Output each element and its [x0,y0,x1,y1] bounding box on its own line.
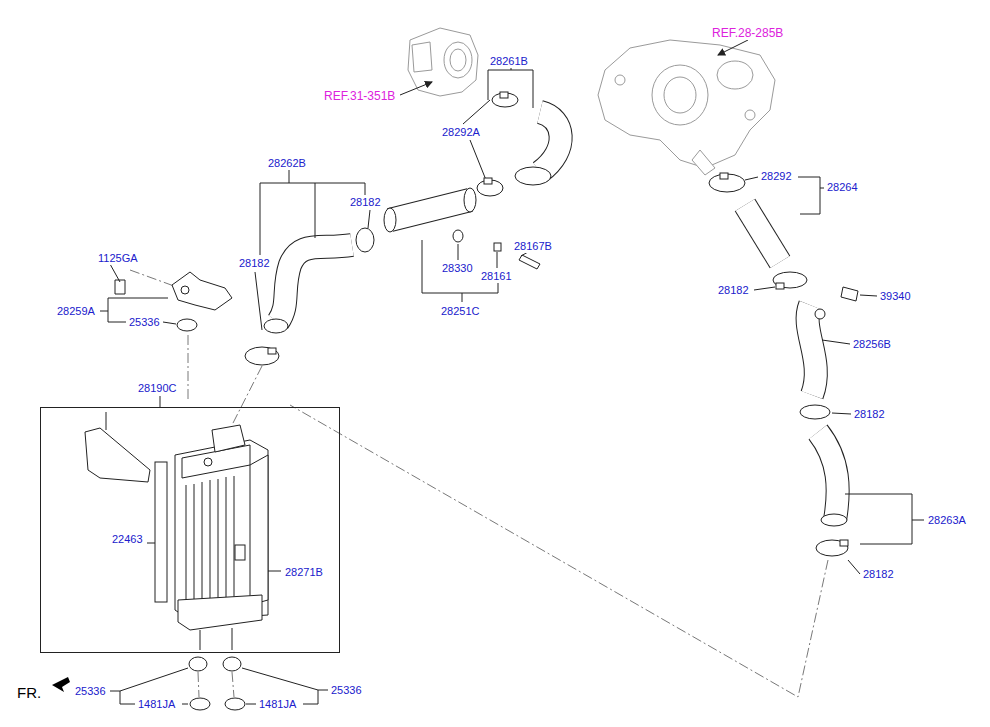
callout-number: 25336 [330,684,363,697]
callout-number: 28256B [852,338,892,351]
callout-number: 28167B [513,240,553,253]
callout-number: 28161 [480,270,513,283]
assembly-box: 28190C2246328271B [40,407,340,653]
callout-number: 28259A [56,305,96,318]
callout-number: 28182 [349,196,382,209]
assembly-callout: 28190C [137,382,178,395]
callout-number: 28264 [826,181,859,194]
callout-number: 28292 [760,170,793,183]
callout-number: 25336 [74,685,107,698]
reference-label: REF.28-285B [711,27,784,40]
callout-number: 28182 [862,568,895,581]
part-callout: 22463 [111,533,144,546]
callout-number: 28262B [267,157,307,170]
callout-number: 1481JA [137,698,176,711]
reference-label: REF.31-351B [323,90,396,103]
callout-number: 28263A [927,514,967,527]
callout-number: 28182 [238,257,271,270]
callout-number: 28251C [440,305,481,318]
callout-number: 28182 [717,284,750,297]
callout-number: 25336 [128,316,161,329]
callout-number: 1481JA [258,698,297,711]
callout-number: 39340 [879,290,912,303]
part-callout: 28271B [284,566,324,579]
callout-number: 1125GA [97,252,139,265]
callout-number: 28330 [441,262,474,275]
callout-number: 28261B [489,55,529,68]
direction-label: FR. [16,686,42,699]
callout-number: 28182 [853,408,886,421]
callout-number: 28292A [441,126,481,139]
